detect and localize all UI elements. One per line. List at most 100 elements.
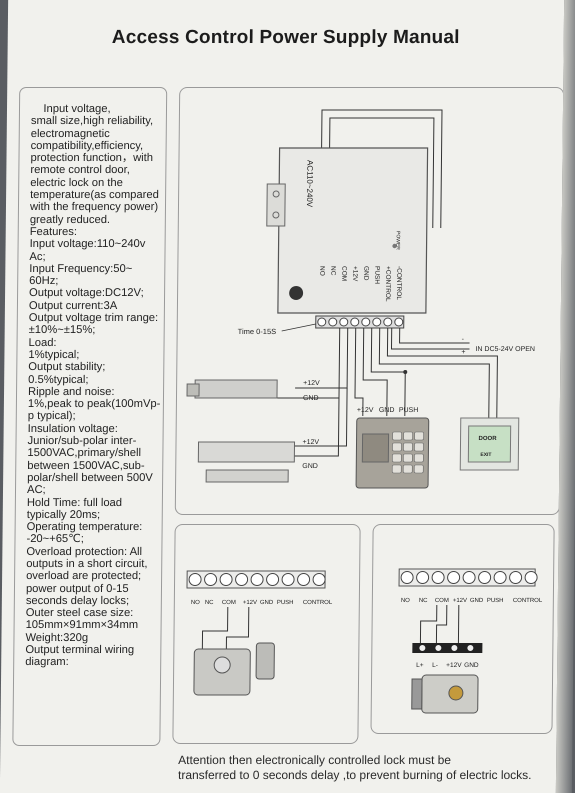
junction-dot xyxy=(403,370,408,374)
lock1-gnd-label: GND xyxy=(303,395,319,402)
keypad-plus-wire xyxy=(354,328,364,416)
exit-wire-2 xyxy=(386,328,498,418)
spec-line: 1%,peak to peak(100mVp- xyxy=(27,398,161,411)
spec-line: -20~+65℃; xyxy=(26,533,84,546)
spec-line: Operating temperature: xyxy=(26,521,143,534)
terminal-screw-icon xyxy=(478,571,492,584)
lock-terminal-screw-icon xyxy=(466,644,475,652)
keypad-key xyxy=(392,442,402,452)
dc-input-label: IN DC5-24V OPEN xyxy=(475,346,535,353)
magnetic-lock-armature xyxy=(205,469,289,483)
spec-line: 60Hz; xyxy=(29,275,59,288)
spec-line: Load: xyxy=(28,336,57,349)
spec-line: Output voltage:DC12V; xyxy=(29,287,144,300)
keypad-key xyxy=(391,464,402,474)
brand-logo-icon xyxy=(289,286,304,300)
spec-line: typically 20ms; xyxy=(26,508,101,521)
terminal-screw-icon xyxy=(509,571,523,584)
terminal-screw-icon xyxy=(462,571,476,584)
terminal-screw-icon xyxy=(350,317,360,327)
terminal-screw-icon xyxy=(447,571,461,584)
terminal-screw-icon xyxy=(339,317,349,327)
spec-line: seconds delay locks; xyxy=(25,594,130,607)
spec-line: Output terminal wiring xyxy=(25,644,135,657)
control-wire-minus xyxy=(399,328,470,344)
bolt-plate xyxy=(186,383,200,397)
spec-line: Output current:3A xyxy=(28,299,118,312)
spec-line: 1500VAC,primary/shell xyxy=(27,447,142,460)
terminal-screw-icon xyxy=(524,571,538,584)
keypad-key xyxy=(414,453,424,463)
lock-wire-1 xyxy=(201,607,229,649)
time-pointer xyxy=(281,323,316,332)
terminal-screw-icon xyxy=(235,573,249,586)
terminal-label: -CONTROL xyxy=(395,266,402,300)
terminal-screw-icon xyxy=(361,317,371,327)
keypad-push-label: PUSH xyxy=(399,407,419,414)
terminal-screw-icon xyxy=(312,573,326,586)
keypad-push-wire xyxy=(370,328,406,416)
control-wire-plus xyxy=(390,328,470,350)
card-reader-area xyxy=(361,433,390,463)
lock-strike xyxy=(411,678,423,710)
lock-terminal-screw-icon xyxy=(450,644,459,652)
terminal-block xyxy=(315,315,405,329)
keypad-key xyxy=(403,453,413,463)
lock2-gnd-label: GND xyxy=(302,463,318,470)
spec-line: Ripple and noise: xyxy=(27,385,115,398)
terminal-label: GND xyxy=(260,600,274,606)
exit-button xyxy=(467,425,512,463)
terminal-screw-icon xyxy=(250,573,264,586)
lock2-plus-label: +12V xyxy=(302,439,319,446)
spec-line: power output of 0-15 xyxy=(25,582,129,595)
spec-line: temperature(as compared xyxy=(30,189,159,202)
time-delay-label: Time 0-15S xyxy=(238,327,277,336)
lock-terminal-screw-icon xyxy=(418,644,427,652)
spec-line: polar/shell between 500V xyxy=(27,471,153,484)
spec-line: Input voltage:110~240v xyxy=(29,238,146,251)
minus-sign: - xyxy=(462,336,465,343)
terminal-screw-icon xyxy=(219,573,233,586)
lock1-plus-label: +12V xyxy=(303,380,320,387)
terminal-label: COM xyxy=(222,600,236,606)
terminal-label: PUSH xyxy=(373,266,380,284)
keypad-key xyxy=(392,431,402,441)
keypad-key xyxy=(403,431,413,441)
terminal-label: CONTROL xyxy=(513,598,543,604)
keypad-key xyxy=(403,442,413,452)
keypad-gnd-label: GND xyxy=(379,407,395,414)
keypad-key xyxy=(392,453,402,463)
lock-terminal-label: +12V xyxy=(446,662,462,669)
terminal-screw-icon xyxy=(281,573,295,586)
attention-note: Attention then electronically controlled… xyxy=(178,753,556,783)
spec-line: Output stability; xyxy=(28,361,106,374)
exit-exit-label: EXIT xyxy=(480,452,491,458)
keypad-key xyxy=(414,442,424,452)
ac-wire-2 xyxy=(329,117,435,228)
spec-line: 105mm×91mm×34mm xyxy=(25,619,139,632)
keypad-key xyxy=(413,464,424,474)
terminal-label: NO xyxy=(401,598,410,604)
terminal-screw-icon xyxy=(431,571,445,584)
com-wire xyxy=(419,605,438,643)
keypad-gnd-wire xyxy=(362,328,388,416)
page-title: Access Control Power Supply Manual xyxy=(111,27,460,48)
spec-line: AC; xyxy=(26,484,46,497)
terminal-screw-icon xyxy=(400,571,414,584)
keypad-key xyxy=(402,464,413,474)
spec-line: Features: xyxy=(29,225,78,238)
plus-sign: + xyxy=(461,349,465,356)
terminal-label: COM xyxy=(340,266,347,281)
attention-line-1: Attention then electronically controlled… xyxy=(178,753,452,767)
spec-line: diagram: xyxy=(25,656,69,669)
screw-hole-icon xyxy=(272,190,280,198)
terminal-label: +12V xyxy=(243,600,257,606)
keypad-key xyxy=(414,431,424,441)
power-supply-unit xyxy=(277,147,429,314)
spec-line: compatibility,efficiency, xyxy=(30,139,144,152)
terminal-label: +12V xyxy=(453,598,467,604)
terminal-label: NO xyxy=(318,266,325,276)
